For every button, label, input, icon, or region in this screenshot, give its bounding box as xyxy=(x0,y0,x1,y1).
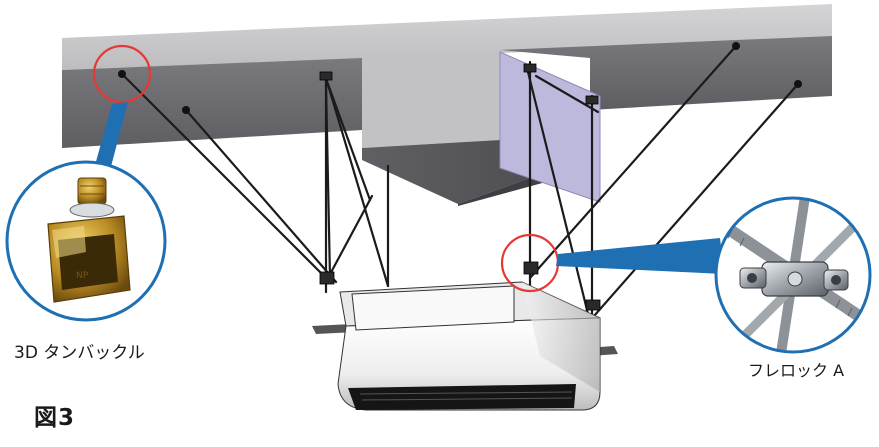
left-callout-pointer xyxy=(92,102,128,178)
ceiling-slab xyxy=(62,4,832,148)
turnbuckle-label: 3D タンバックル xyxy=(14,343,145,363)
rod-clamp-lock-icon xyxy=(716,198,870,352)
right-zoom-view xyxy=(714,196,872,354)
duct xyxy=(499,51,601,203)
right-callout-pointer xyxy=(556,238,724,274)
anchor-points xyxy=(118,42,802,114)
hanger-rods xyxy=(120,44,800,350)
lock-label: フレロック A xyxy=(748,361,845,380)
left-zoom-view: NP xyxy=(5,160,167,322)
callout-circle-turnbuckle xyxy=(92,44,152,104)
indoor-unit xyxy=(312,281,618,411)
figure-caption: 図3 xyxy=(34,405,76,431)
turnbuckle-bracket-icon: NP xyxy=(47,177,131,303)
rod-brackets xyxy=(319,63,601,311)
callout-pointers xyxy=(92,102,724,274)
svg-text:NP: NP xyxy=(76,271,89,281)
